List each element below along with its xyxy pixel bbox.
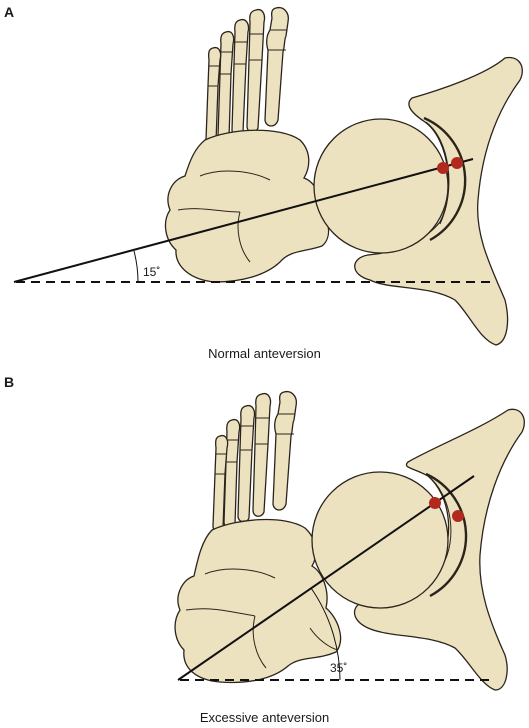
pelvis-a [354,56,523,346]
panel-a-letter: A [4,4,15,20]
marker-a-1 [437,162,449,174]
femoral-head-a [313,118,449,254]
toes-a [205,6,289,147]
angle-label-a: 15˚ [143,265,160,279]
caption-b: Excessive anteversion [199,710,330,725]
panel-b-letter: B [4,374,15,390]
toes-b [212,390,297,533]
hindfoot-a [164,129,330,283]
panel-b-illustration: 35˚ [174,390,525,691]
angle-arc-a [133,250,139,283]
angle-label-b: 35˚ [330,661,347,675]
femoral-axis-b [177,475,475,681]
caption-a: Normal anteversion [208,346,321,361]
angle-arc-b [310,587,341,681]
femoral-axis-a [13,158,474,283]
marker-b-2 [452,510,464,522]
panel-a-illustration: 15˚ [13,6,523,346]
marker-b-1 [429,497,441,509]
marker-a-2 [451,157,463,169]
